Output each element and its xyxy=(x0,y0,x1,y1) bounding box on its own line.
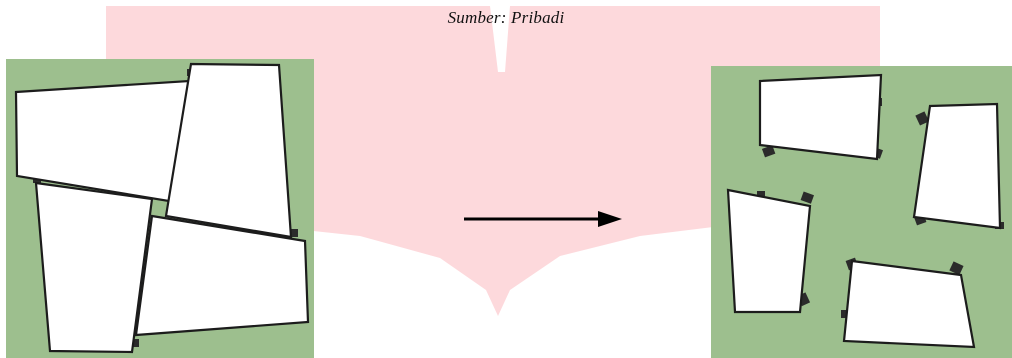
chair-icon xyxy=(757,191,765,196)
table-bottom-left xyxy=(34,181,154,354)
chair-icon xyxy=(915,111,930,126)
table-bottom-right xyxy=(842,259,976,349)
table-bottom-left xyxy=(726,188,812,314)
table-top-right xyxy=(164,62,293,239)
arrow-right-icon xyxy=(464,211,622,227)
table-group-top-right xyxy=(912,102,1004,230)
before-layout-panel xyxy=(6,59,314,358)
table-top-right xyxy=(912,102,1002,230)
table-group-top-left xyxy=(758,73,884,161)
table-bottom-right xyxy=(134,214,310,337)
after-layout-panel xyxy=(711,66,1012,358)
figure-caption: Sumber: Pribadi xyxy=(447,8,565,27)
grouped-tables xyxy=(14,62,310,354)
table-group-bottom-right xyxy=(841,257,976,349)
chair-icon xyxy=(800,191,815,204)
arrow-head xyxy=(598,211,622,227)
chair-icon xyxy=(949,261,964,276)
table-group-bottom-left xyxy=(726,188,815,314)
chair-icon xyxy=(841,310,848,318)
chair-icon xyxy=(761,145,776,158)
chair-icon xyxy=(131,339,139,347)
chair-icon xyxy=(289,229,298,237)
table-top-left xyxy=(758,73,883,161)
